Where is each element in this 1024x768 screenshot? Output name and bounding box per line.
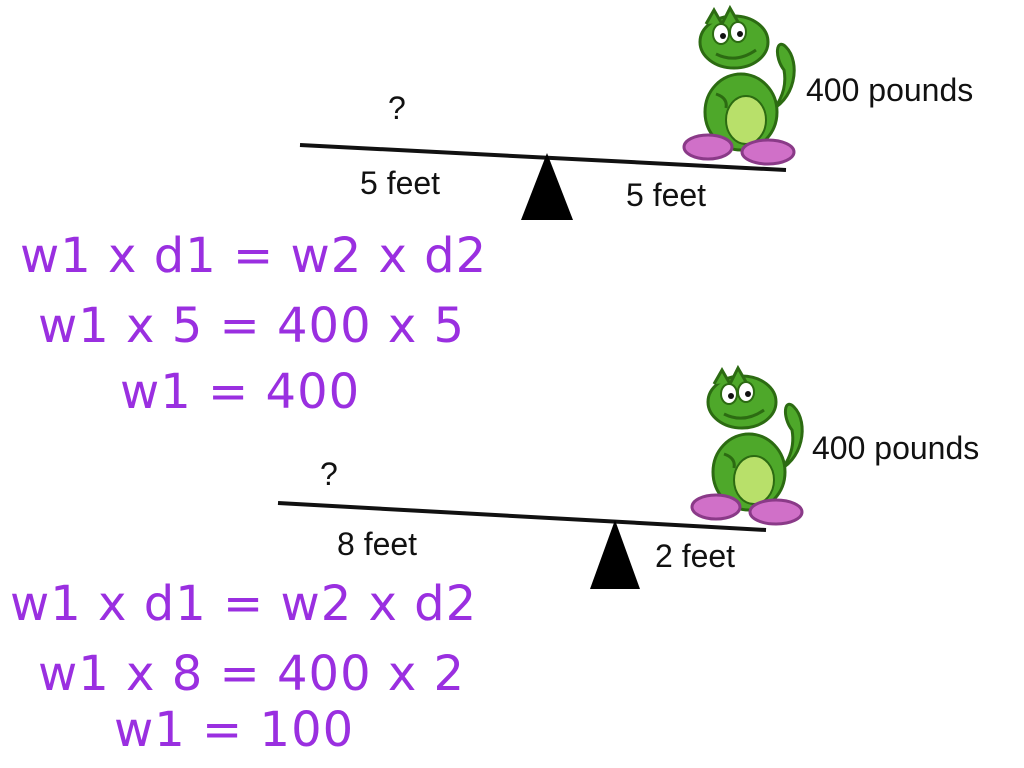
lever-beam [299, 143, 787, 172]
equation-result: w1 = 100 [114, 702, 355, 758]
left-distance-label: 5 feet [360, 165, 441, 201]
lever-beam [277, 501, 767, 532]
unknown-weight-label: ? [320, 456, 338, 492]
right-distance-label: 2 feet [655, 538, 736, 574]
dinosaur-icon [682, 4, 796, 166]
dinosaur-icon [690, 364, 804, 526]
triangle-fulcrum-icon [521, 153, 573, 220]
unknown-weight-label: ? [388, 90, 406, 126]
equation-line: w1 x d1 = w2 x d2 [20, 228, 488, 284]
known-weight-label: 400 pounds [806, 72, 974, 108]
right-distance-label: 5 feet [626, 177, 707, 213]
left-distance-label: 8 feet [337, 526, 418, 562]
equation-line: w1 x 5 = 400 x 5 [38, 298, 466, 354]
equation-result: w1 = 400 [120, 364, 361, 420]
equation-line: w1 x 8 = 400 x 2 [38, 646, 466, 702]
triangle-fulcrum-icon [590, 520, 640, 589]
equation-line: w1 x d1 = w2 x d2 [10, 576, 478, 632]
known-weight-label: 400 pounds [812, 430, 980, 466]
